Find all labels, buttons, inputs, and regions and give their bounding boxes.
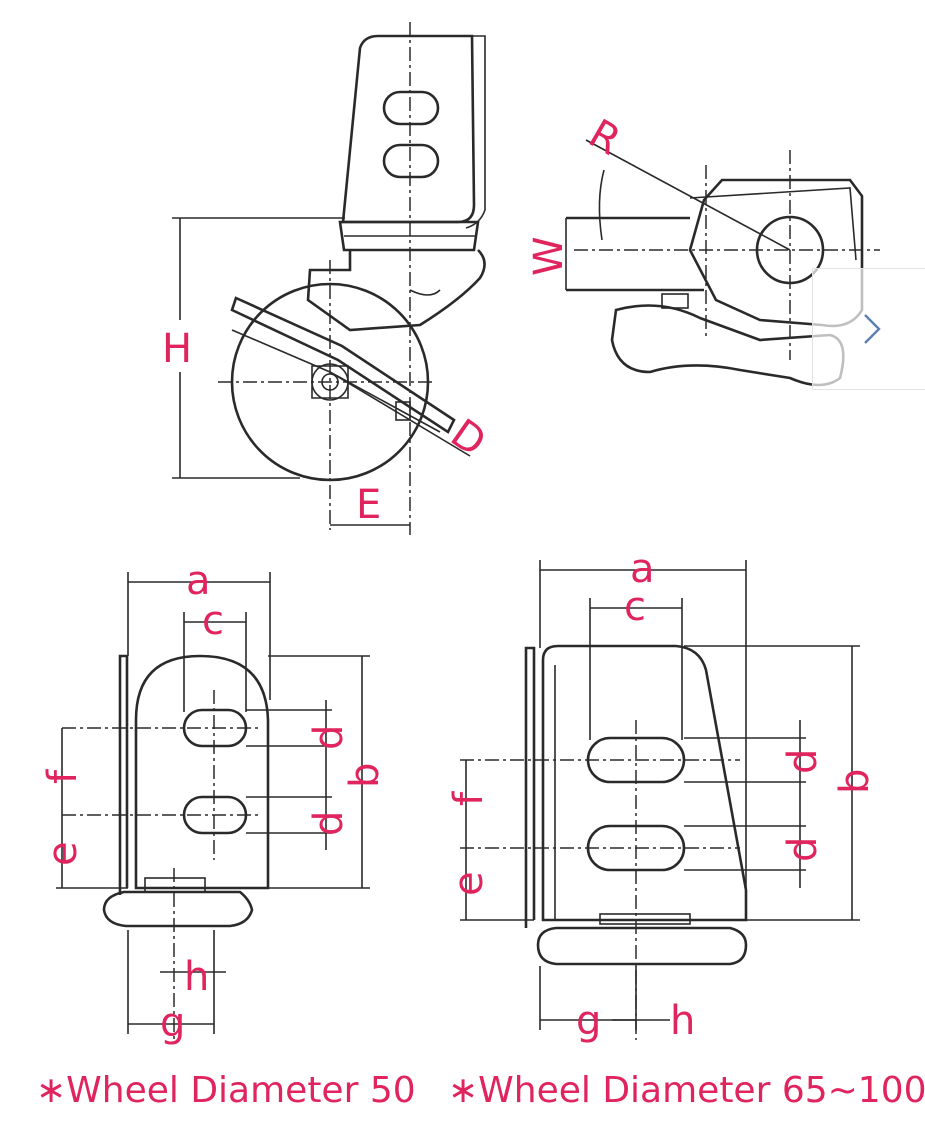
label-f-65: f	[446, 791, 492, 806]
label-H: H	[162, 326, 192, 372]
dimension-labels: H W R D E a c b d d f e h g a c b d d f …	[40, 111, 878, 1046]
bracket-65-100-view	[460, 560, 860, 1040]
label-R: R	[581, 111, 628, 165]
label-h-50: h	[184, 954, 209, 1000]
bracket-50-view	[56, 572, 370, 1040]
caption-wheel-diameter-65-100: ∗Wheel Diameter 65~100	[448, 1070, 925, 1111]
label-d-50-lower: d	[306, 811, 352, 836]
label-g-65: g	[576, 998, 601, 1044]
label-f-50: f	[40, 769, 86, 784]
label-E: E	[356, 482, 381, 528]
label-d-65-upper: d	[780, 749, 826, 774]
label-c-65: c	[624, 584, 646, 630]
label-d-50-upper: d	[306, 725, 352, 750]
label-c-50: c	[202, 598, 224, 644]
chevron-right-icon	[864, 314, 881, 344]
label-a-65: a	[630, 546, 655, 592]
label-b-65: b	[832, 769, 878, 794]
label-h-65: h	[670, 998, 695, 1044]
next-slide-button[interactable]	[812, 268, 925, 390]
label-b-50: b	[342, 763, 388, 788]
label-e-50: e	[40, 841, 86, 866]
caption-wheel-diameter-50: ∗Wheel Diameter 50	[36, 1070, 416, 1111]
label-e-65: e	[446, 871, 492, 896]
label-d-65-lower: d	[780, 837, 826, 862]
label-W: W	[526, 236, 572, 276]
label-a-50: a	[186, 558, 211, 604]
label-g-50: g	[160, 1000, 185, 1046]
side-view	[172, 22, 486, 535]
